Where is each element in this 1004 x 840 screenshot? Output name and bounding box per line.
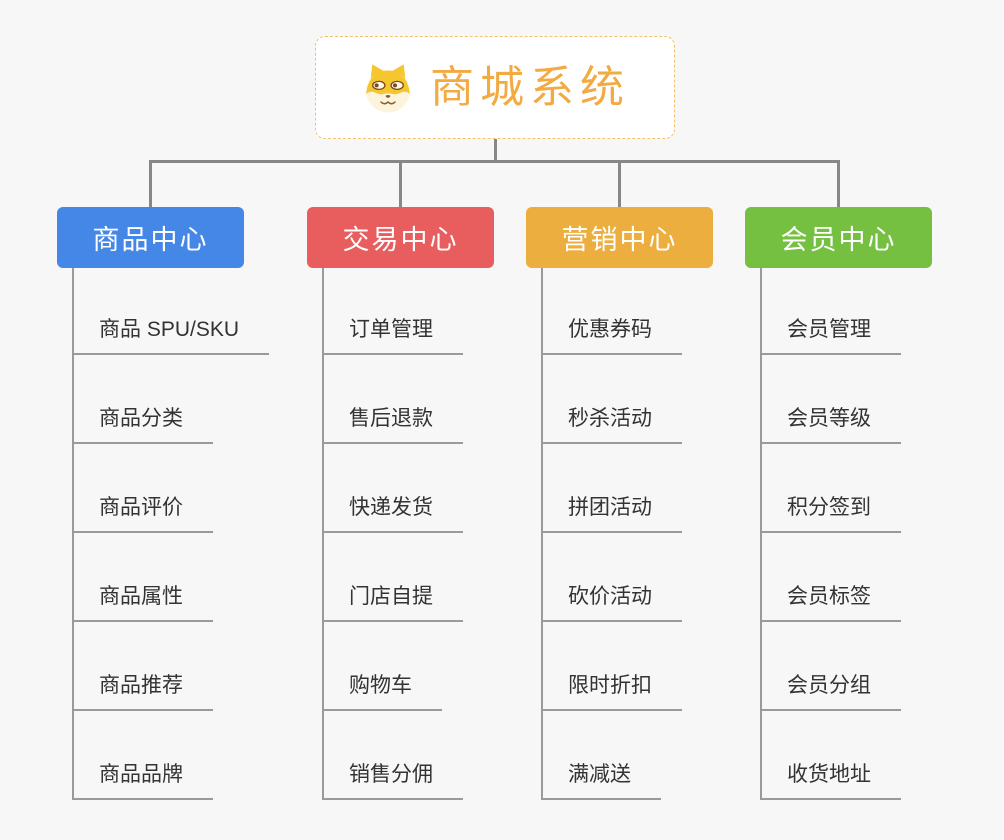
connector-horizontal-bus bbox=[149, 160, 840, 163]
leaf-node[interactable]: 快递发货 bbox=[322, 494, 463, 533]
leaf-node[interactable]: 销售分佣 bbox=[322, 761, 463, 800]
leaf-node[interactable]: 商品品牌 bbox=[72, 761, 213, 800]
leaf-node[interactable]: 限时折扣 bbox=[541, 672, 682, 711]
leaf-node[interactable]: 商品分类 bbox=[72, 405, 213, 444]
leaf-node[interactable]: 积分签到 bbox=[760, 494, 901, 533]
leaf-node[interactable]: 订单管理 bbox=[322, 316, 463, 355]
root-title: 商城系统 bbox=[430, 62, 630, 112]
leaf-node[interactable]: 购物车 bbox=[322, 672, 442, 711]
leaf-node[interactable]: 商品属性 bbox=[72, 583, 213, 622]
leaf-node[interactable]: 商品推荐 bbox=[72, 672, 213, 711]
leaf-node[interactable]: 砍价活动 bbox=[541, 583, 682, 622]
leaf-node[interactable]: 门店自提 bbox=[322, 583, 463, 622]
leaf-node[interactable]: 会员分组 bbox=[760, 672, 901, 711]
connector-stub-members bbox=[837, 160, 840, 208]
connector-spine-members bbox=[760, 268, 762, 800]
leaf-node[interactable]: 优惠券码 bbox=[541, 316, 682, 355]
connector-stub-marketing bbox=[618, 160, 621, 208]
leaf-node[interactable]: 拼团活动 bbox=[541, 494, 682, 533]
branch-node-member-center[interactable]: 会员中心 bbox=[745, 207, 932, 268]
branch-node-marketing-center[interactable]: 营销中心 bbox=[526, 207, 713, 268]
leaf-node[interactable]: 会员管理 bbox=[760, 316, 901, 355]
leaf-node[interactable]: 商品评价 bbox=[72, 494, 213, 533]
leaf-node[interactable]: 商品 SPU/SKU bbox=[72, 316, 270, 355]
shiba-dog-icon bbox=[360, 61, 416, 115]
root-node-mall-system[interactable]: 商城系统 bbox=[315, 36, 675, 139]
connector-stub-trade bbox=[399, 160, 402, 208]
leaf-node[interactable]: 会员标签 bbox=[760, 583, 901, 622]
connector-stub-products bbox=[149, 160, 152, 208]
leaf-node[interactable]: 收货地址 bbox=[760, 761, 901, 800]
branch-node-product-center[interactable]: 商品中心 bbox=[57, 207, 244, 268]
connector-spine-products bbox=[72, 268, 74, 800]
leaf-node[interactable]: 会员等级 bbox=[760, 405, 901, 444]
connector-spine-marketing bbox=[541, 268, 543, 800]
connector-spine-trade bbox=[322, 268, 324, 800]
leaf-node[interactable]: 满减送 bbox=[541, 761, 661, 800]
leaf-node[interactable]: 售后退款 bbox=[322, 405, 463, 444]
connector-root-vertical bbox=[494, 139, 497, 163]
leaf-node[interactable]: 秒杀活动 bbox=[541, 405, 682, 444]
branch-node-trade-center[interactable]: 交易中心 bbox=[307, 207, 494, 268]
